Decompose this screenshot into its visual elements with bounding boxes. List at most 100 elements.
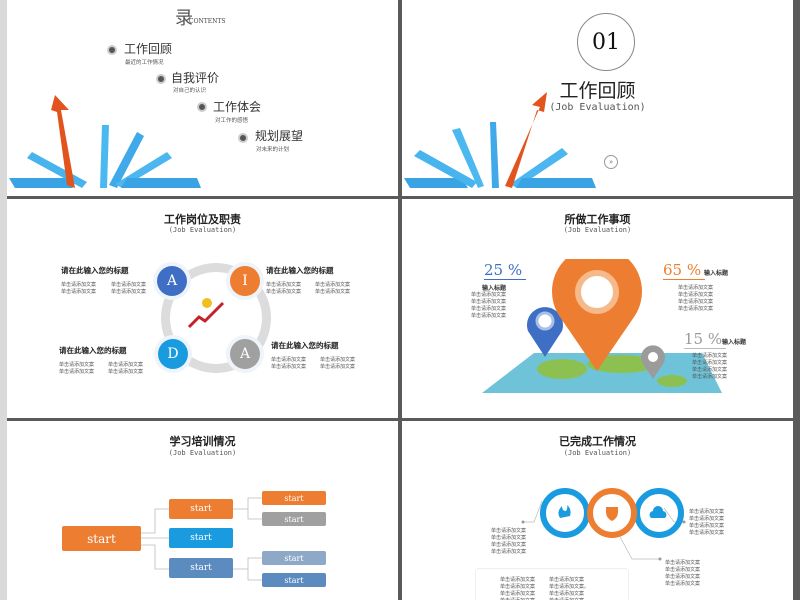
stat-25: 25 %	[484, 261, 527, 280]
tree-node-root[interactable]: start	[62, 526, 141, 551]
text-box-bottom[interactable]: 单击请添加文案单击请添加文案 单击请添加文案单击请添加文案。 单击请添加文案单击…	[475, 568, 629, 600]
text-line: 单击请添加文案。	[549, 584, 590, 590]
bullet-icon	[197, 102, 207, 112]
stat-label: 输入标题	[482, 285, 507, 292]
text-block[interactable]: 请在此输入您的标题 单击请添加文案单击请添加文案单击请添加文案单击请添加文案	[271, 340, 369, 371]
slide-thumbnail-contents[interactable]: 录 CONTENTS 工作回顾 最近的工作情况 自我评价 对自己的认识 工作体会…	[7, 0, 398, 196]
bullet-icon	[238, 133, 248, 143]
slide-title: 所做工作事项	[564, 213, 631, 226]
text-line: 单击请添加文案	[500, 598, 549, 600]
slide-thumbnail-training[interactable]: 学习培训情况 (Job Evaluation) start start star…	[7, 421, 398, 600]
item-title: 自我评价	[171, 71, 220, 85]
contents-title-char: 录	[175, 8, 193, 29]
section-title: 工作回顾	[559, 80, 636, 102]
text-line: 单击请添加文案	[61, 282, 97, 288]
text-line: 单击请添加文案	[108, 369, 144, 375]
books-arrow-illustration	[9, 95, 201, 188]
stat-label: 输入标题	[722, 339, 747, 346]
cloud-icon	[649, 506, 667, 518]
map-pins-illustration	[482, 259, 722, 393]
tree-leaf[interactable]: start	[262, 573, 326, 587]
text-lines-left: 单击请添加文案单击请添加文案单击请添加文案单击请添加文案	[491, 528, 527, 555]
bullet-icon	[156, 74, 166, 84]
text-line: 单击请添加文案	[549, 598, 598, 600]
stat-lines: 单击请添加文案单击请添加文案单击请添加文案单击请添加文案	[692, 353, 728, 380]
block-title: 请在此输入您的标题	[59, 346, 127, 355]
block-title: 请在此输入您的标题	[271, 341, 339, 350]
text-line: 单击请添加文案	[271, 357, 307, 363]
chevron-double-down-icon[interactable]: »	[604, 155, 618, 169]
slide-thumbnail-section-01[interactable]: 01 工作回顾 (Job Evaluation) »	[402, 0, 793, 196]
bullet-icon	[107, 45, 117, 55]
text-block[interactable]: 请在此输入您的标题 单击请添加文案单击请添加文案单击请添加文案单击请添加文案	[59, 345, 157, 376]
text-lines-bottom-right: 单击请添加文案单击请添加文案单击请添加文案单击请添加文案	[665, 560, 701, 587]
text-line: 单击请添加文案	[61, 289, 97, 295]
text-line: 单击请添加文案	[266, 289, 302, 295]
stat-lines: 单击请添加文案单击请添加文案单击请添加文案单击请添加文案	[678, 285, 714, 312]
contents-label: CONTENTS	[189, 18, 226, 25]
slide-thumbnail-completed-work[interactable]: 已完成工作情况 (Job Evaluation) 单击请添加文案单击请添加文案单…	[402, 421, 793, 600]
text-line: 单击请添加文案	[320, 364, 356, 370]
section-subtitle: (Job Evaluation)	[549, 102, 646, 113]
tree-node[interactable]: start	[169, 558, 233, 578]
text-block[interactable]: 请在此输入您的标题 单击请添加文案单击请添加文案单击请添加文案单击请添加文案	[61, 265, 161, 296]
slide-subtitle: (Job Evaluation)	[563, 226, 632, 234]
text-line: 单击请添加文案	[320, 357, 356, 363]
slide-thumbnail-work-items[interactable]: 所做工作事项 (Job Evaluation) 25 % 输入标题 单击请添加文…	[402, 199, 793, 418]
text-line: 单击请添加文案	[549, 591, 585, 597]
section-number-circle: 01	[577, 13, 635, 71]
linked-rings-illustration	[521, 488, 686, 561]
slide-title: 工作岗位及职责	[164, 213, 241, 226]
text-line: 单击请添加文案	[266, 282, 302, 288]
text-line: 单击请添加文案	[315, 289, 351, 295]
text-line: 单击请添加文案	[500, 591, 536, 597]
text-line: 单击请添加文案	[108, 362, 144, 368]
text-line: 单击请添加文案	[111, 289, 147, 295]
item-title: 工作体会	[213, 100, 262, 114]
text-line: 单击请添加文案	[315, 282, 351, 288]
letter-circle-a: A	[157, 266, 187, 296]
tree-leaf[interactable]: start	[262, 491, 326, 505]
section-number: 01	[592, 29, 620, 55]
tree-node[interactable]: start	[169, 499, 233, 519]
item-title: 工作回顾	[124, 42, 173, 56]
growth-arrow-icon	[187, 298, 225, 329]
text-line: 单击请添加文案	[500, 577, 536, 583]
text-line: 单击请添加文案	[549, 577, 585, 583]
slide-title: 学习培训情况	[169, 435, 236, 448]
stat-65: 65 %	[663, 261, 706, 280]
fire-icon	[558, 505, 571, 518]
slide-subtitle: (Job Evaluation)	[563, 449, 632, 457]
stat-lines: 单击请添加文案单击请添加文案单击请添加文案单击请添加文案	[471, 292, 507, 319]
left-margin	[0, 0, 7, 600]
text-line: 单击请添加文案	[111, 282, 147, 288]
slide-title: 已完成工作情况	[559, 435, 636, 448]
stat-label: 输入标题	[704, 270, 729, 277]
item-sub: 最近的工作情况	[125, 60, 164, 66]
slide-thumbnail-job-duties[interactable]: 工作岗位及职责 (Job Evaluation) A I D A 请在此输入您的…	[7, 199, 398, 418]
letter-circle-d: D	[158, 339, 188, 369]
text-block[interactable]: 请在此输入您的标题 单击请添加文案单击请添加文案单击请添加文案单击请添加文案	[266, 265, 364, 296]
letter-circle-i: I	[230, 266, 260, 296]
block-title: 请在此输入您的标题	[61, 266, 129, 275]
shield-check-icon	[606, 507, 618, 521]
item-sub: 对自己的认识	[173, 88, 207, 94]
text-lines-right: 单击请添加文案单击请添加文案单击请添加文案单击请添加文案	[689, 509, 725, 536]
item-title: 规划展望	[255, 129, 304, 143]
item-sub: 对未来的计划	[256, 147, 290, 153]
tree-connectors	[141, 497, 262, 581]
tree-leaf[interactable]: start	[262, 512, 326, 526]
item-sub: 对工作的感悟	[215, 118, 249, 124]
letter-circle-a2: A	[230, 339, 260, 369]
block-title: 请在此输入您的标题	[266, 266, 334, 275]
books-arrow-illustration	[404, 92, 596, 188]
slide-subtitle: (Job Evaluation)	[168, 449, 237, 457]
ring	[161, 263, 271, 373]
text-line: 单击请添加文案	[500, 584, 536, 590]
text-line: 单击请添加文案	[59, 362, 95, 368]
text-line: 单击请添加文案	[59, 369, 95, 375]
stat-15: 15 %	[684, 330, 727, 349]
tree-leaf[interactable]: start	[262, 551, 326, 565]
tree-node[interactable]: start	[169, 528, 233, 548]
slide-subtitle: (Job Evaluation)	[168, 226, 237, 234]
